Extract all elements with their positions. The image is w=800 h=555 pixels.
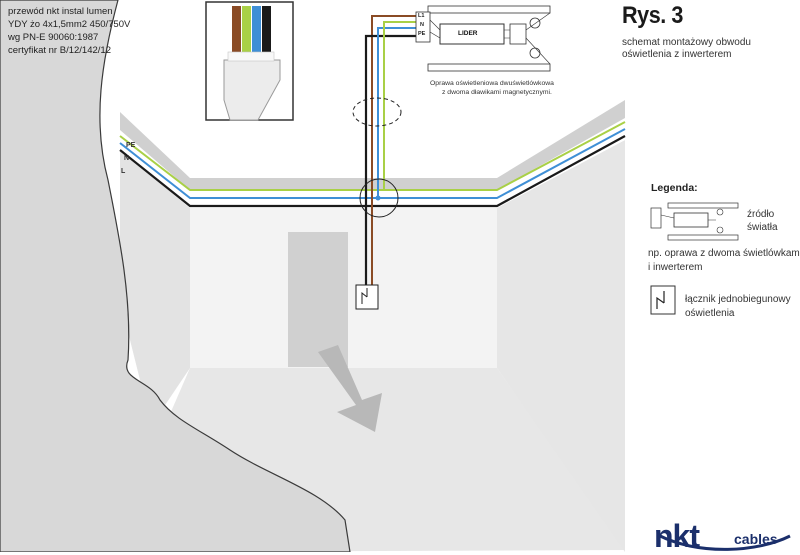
junction-box: [359, 178, 399, 218]
legend-heading: Legenda:: [651, 182, 698, 194]
room-left-wall: [120, 150, 190, 420]
riser-pe-wire: [383, 21, 416, 190]
switch-symbol: [361, 288, 368, 304]
pe-wire-run: [119, 121, 626, 191]
door: [288, 232, 348, 367]
cable-spec-standard: wg PN-E 90060:1987: [8, 32, 99, 43]
figure-subtitle-line2: oświetlenia z inwerterem: [622, 49, 732, 60]
foreground-wall: [0, 0, 351, 552]
cable-core-blue: [252, 6, 261, 56]
luminaire-terminal-n: N: [420, 22, 424, 28]
luminaire-terminal-pe: PE: [418, 31, 426, 37]
legend-source-description-line1: np. oprawa z dwoma świetlówkami: [648, 248, 800, 259]
legend-luminaire-icon: [650, 202, 739, 241]
luminaire-caption-line2: z dwoma dławikami magnetycznymi.: [442, 89, 552, 96]
room-right-wall: [497, 140, 625, 552]
cable-core-brown: [232, 6, 241, 56]
cable-spec-name: przewód nkt instal lumen: [8, 6, 113, 17]
wire-label-l: L: [121, 168, 126, 175]
cable-core-green: [242, 6, 251, 56]
junction-dot: [375, 195, 381, 201]
legend-switch-label-line1: łącznik jednobiegunowy: [685, 294, 791, 305]
wire-label-n: N: [124, 155, 130, 162]
cable-spec-type: YDY żo 4x1,5mm2 450/750V: [8, 19, 131, 30]
luminaire-brand: LIDER: [458, 30, 478, 37]
cable-core-white: [227, 51, 275, 62]
switch-wire: [371, 15, 416, 300]
nkt-logo-suffix: cables: [734, 531, 778, 547]
legend-source-label-line2: światła: [747, 222, 778, 233]
legend-switch-icon: [650, 285, 676, 315]
nkt-logo-text: nkt: [654, 518, 700, 554]
exit-arrow: [318, 345, 382, 432]
nkt-logo-swoosh: [657, 533, 791, 551]
cable-core-black: [262, 6, 271, 56]
luminaire-caption-line1: Oprawa oświetleniowa dwuświetlówkowa: [430, 80, 554, 87]
legend-switch-label-line2: oświetlenia: [685, 308, 735, 319]
riser-l-wire: [364, 34, 416, 300]
figure-subtitle-line1: schemat montażowy obwodu: [622, 37, 751, 48]
legend-source-label-line1: źródło: [747, 209, 775, 220]
n-wire-run: [119, 128, 626, 199]
figure-title: Rys. 3: [622, 2, 683, 29]
cable-sheath: [223, 59, 281, 121]
riser-n-wire: [377, 27, 416, 198]
luminaire-terminal-l1: L1: [418, 13, 425, 19]
cable-spec-certificate: certyfikat nr B/12/142/12: [8, 45, 111, 56]
luminaire-schematic: [415, 5, 551, 72]
l-wire-run: [119, 135, 626, 208]
legend-source-description-line2: i inwerterem: [648, 262, 703, 273]
wire-label-pe: PE: [126, 142, 136, 149]
cable-section-marker: [352, 97, 402, 127]
